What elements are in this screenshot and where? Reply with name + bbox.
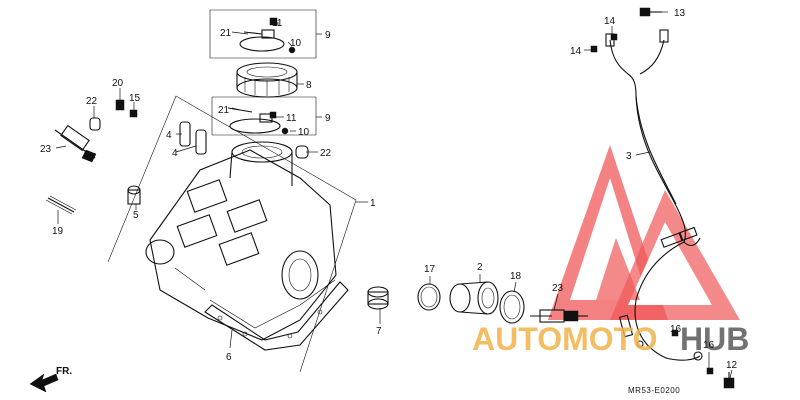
watermark-word-b: HUB <box>680 321 749 357</box>
kit-box-lower <box>211 96 322 136</box>
watermark-logo <box>548 145 740 320</box>
wire-harness <box>605 29 703 361</box>
callout-2: 2 <box>477 262 483 273</box>
callout-9-upper: 9 <box>325 30 331 41</box>
watermark-word-a: AUTOMOTO <box>472 321 657 357</box>
cylinder-head <box>107 95 357 373</box>
o-ring-17 <box>417 283 441 311</box>
callout-3: 3 <box>626 151 632 162</box>
callout-14-upper: 14 <box>604 16 616 27</box>
kit-box-upper <box>209 9 322 59</box>
callout-8: 8 <box>306 80 312 91</box>
sealing-plug <box>367 286 389 310</box>
callout-10-lower: 10 <box>298 127 310 138</box>
callout-22-left: 22 <box>86 96 98 107</box>
leader-lines <box>55 11 733 379</box>
bolts-right <box>590 7 735 389</box>
insulator-ring <box>236 62 298 98</box>
callout-11-lower: 11 <box>286 113 297 124</box>
hose-clamp-lower <box>227 107 289 135</box>
callout-21-lower: 21 <box>218 105 230 116</box>
callout-4-upper: 4 <box>166 130 172 141</box>
callout-14-lower: 14 <box>570 46 582 57</box>
callout-labels: 21 11 10 9 8 21 11 10 9 22 4 4 5 22 20 1… <box>40 8 738 371</box>
collar <box>127 185 141 205</box>
stud-bolt <box>45 195 77 215</box>
watermark-text: AUTOMOTO HUB <box>472 321 749 357</box>
callout-16-left: 16 <box>670 324 682 335</box>
callout-16-right: 16 <box>703 340 715 351</box>
callout-23-left: 23 <box>40 144 52 155</box>
callout-12: 12 <box>726 360 738 371</box>
washer-18 <box>499 290 525 324</box>
callout-17: 17 <box>424 264 436 275</box>
front-direction-arrow: FR. <box>29 366 72 393</box>
callout-23-right: 23 <box>552 283 564 294</box>
thermo-adapter <box>449 281 499 315</box>
spark-plug-left <box>54 124 97 163</box>
callout-22-right: 22 <box>320 148 332 159</box>
callout-13: 13 <box>674 8 686 19</box>
callout-5: 5 <box>133 210 139 221</box>
callout-10-upper: 10 <box>290 38 302 49</box>
spark-plug-right <box>530 309 588 323</box>
dowel-pins <box>179 121 207 155</box>
callout-19: 19 <box>52 226 64 237</box>
callout-11-upper: 11 <box>272 18 283 29</box>
callout-9-lower: 9 <box>325 113 331 124</box>
callout-7: 7 <box>376 326 382 337</box>
hose-clamp-upper <box>239 17 296 54</box>
cap-small <box>89 117 101 131</box>
callout-21-upper: 21 <box>220 28 232 39</box>
front-direction-label: FR. <box>56 366 72 377</box>
head-gasket <box>204 281 349 351</box>
callout-18: 18 <box>510 271 522 282</box>
callout-20: 20 <box>112 78 124 89</box>
diagram-code: MR53-E0200 <box>628 386 680 395</box>
callout-1: 1 <box>370 198 376 209</box>
callout-15: 15 <box>129 93 141 104</box>
callout-6: 6 <box>226 352 232 363</box>
callout-4-lower: 4 <box>172 148 178 159</box>
